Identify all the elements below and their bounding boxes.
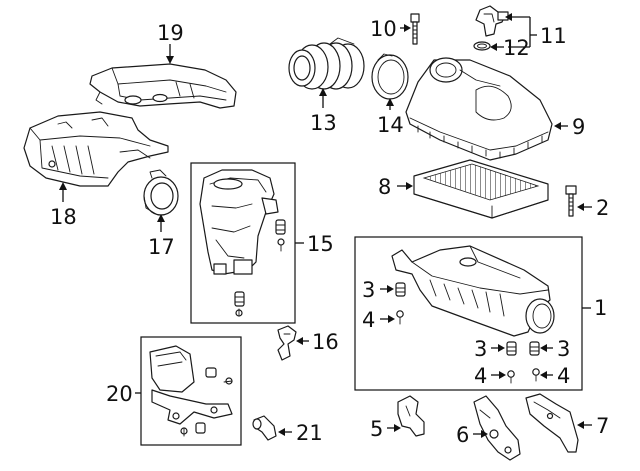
part-14-ring-seal [371, 53, 409, 100]
callout-3c: 3 [557, 337, 570, 361]
part-13-bellows-hose [288, 37, 365, 90]
callout-1: 1 [594, 296, 607, 320]
callout-11: 11 [540, 24, 567, 48]
callout-4a: 4 [362, 308, 375, 332]
callout-3b: 3 [474, 337, 487, 361]
callout-3a: 3 [362, 278, 375, 302]
callout-8: 8 [378, 175, 391, 199]
part-8-air-filter [413, 159, 549, 219]
callout-16: 16 [312, 330, 339, 354]
callout-21: 21 [296, 421, 323, 445]
part-5-bracket [397, 395, 425, 437]
group-box-1 [354, 236, 583, 391]
part-18-resonator [23, 111, 169, 187]
callout-18: 18 [50, 205, 77, 229]
callout-7: 7 [596, 414, 609, 438]
callout-15: 15 [307, 232, 334, 256]
part-3-grommets [395, 282, 540, 356]
callout-20: 20 [106, 382, 133, 406]
callout-17: 17 [148, 235, 175, 259]
part-9-housing-cover [405, 57, 553, 161]
callout-9: 9 [572, 115, 585, 139]
callout-4b: 4 [474, 364, 487, 388]
part-15-grommets [234, 219, 286, 317]
part-17-clamp [143, 169, 179, 216]
callout-labels: 1 2 3 3 3 4 4 4 5 6 7 8 9 10 11 12 13 14… [50, 17, 609, 447]
part-4-bolts [396, 310, 540, 384]
part-15-assembly [199, 169, 279, 275]
leader-lines [59, 13, 592, 438]
callout-19: 19 [157, 21, 184, 45]
part-20-bracket [149, 345, 233, 437]
callout-13: 13 [310, 111, 337, 135]
part-21-elbow-hose [252, 415, 277, 441]
callout-2: 2 [596, 196, 609, 220]
part-12-o-ring [473, 41, 491, 51]
callout-5: 5 [370, 417, 383, 441]
part-6-bracket [473, 395, 521, 461]
part-2-bolt [565, 185, 577, 217]
part-7-bracket [525, 393, 579, 453]
callout-14: 14 [377, 113, 404, 137]
callout-6: 6 [456, 423, 469, 447]
callout-10: 10 [370, 17, 397, 41]
callout-4c: 4 [557, 364, 570, 388]
part-1-lower-housing [391, 245, 555, 337]
part-16-clip [277, 325, 297, 361]
callout-12: 12 [503, 36, 530, 60]
part-11-sensor [475, 5, 509, 37]
part-10-bolt [410, 13, 420, 45]
group-box-20 [140, 336, 242, 446]
part-19-intake-duct [89, 63, 237, 109]
